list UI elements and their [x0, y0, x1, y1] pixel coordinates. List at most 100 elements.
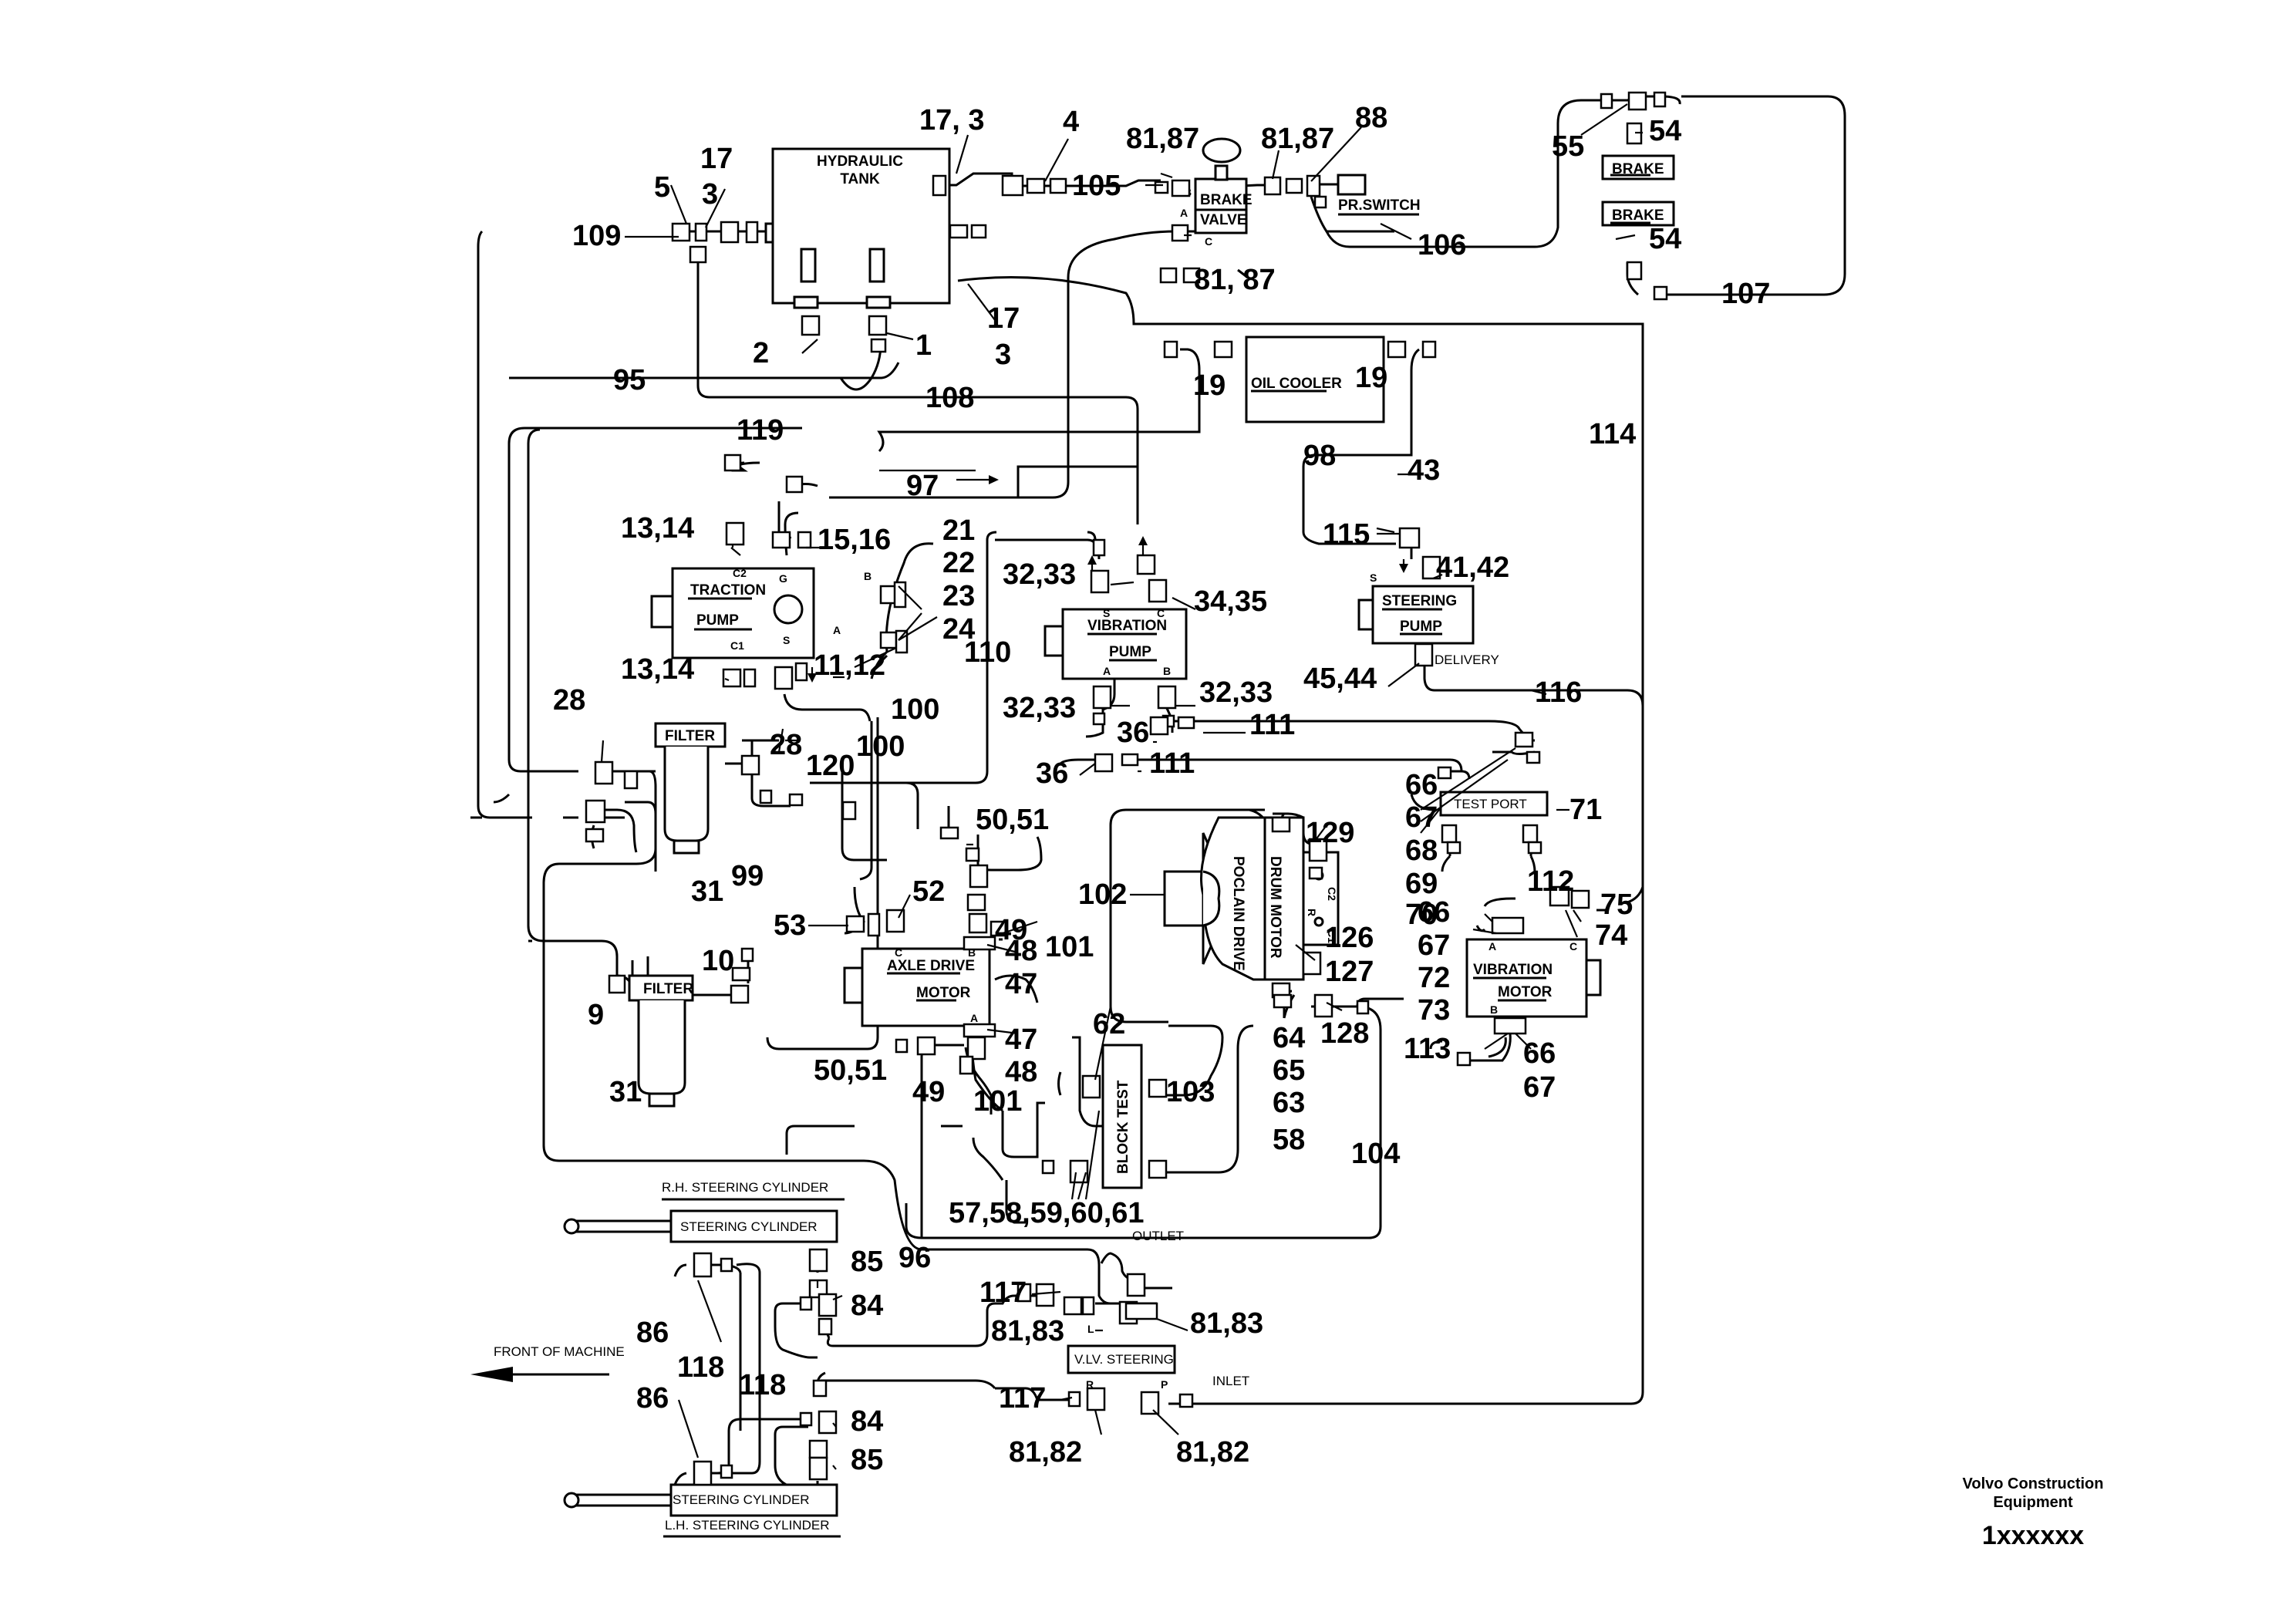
traction-port-c1: C1: [730, 639, 744, 652]
callout-66-b: 66: [1418, 896, 1450, 929]
poclain-port-c1: C1: [1326, 929, 1338, 943]
front-of-machine-label: FRONT OF MACHINE: [494, 1344, 625, 1359]
hydraulic-tank: HYDRAULIC TANK: [764, 147, 951, 309]
callout-5: 5: [654, 171, 670, 204]
vibration-pump: VIBRATION PUMP S C A B: [1043, 607, 1188, 680]
vibration-pump-port-a: A: [1103, 665, 1111, 677]
flow-arrow-up-icon-3: [1138, 536, 1148, 545]
callout-67-a: 67: [1405, 801, 1438, 834]
traction-pump-label-line2: PUMP: [696, 612, 739, 629]
axle-motor-port-c: C: [895, 946, 902, 959]
callout-100-a: 100: [891, 693, 939, 726]
front-of-machine-indicator: FRONT OF MACHINE: [470, 1344, 625, 1382]
company-name-line2: Equipment: [1993, 1494, 2073, 1511]
callout-85-top: 85: [851, 1246, 883, 1278]
arrow-left-icon: [470, 1367, 513, 1382]
callout-102: 102: [1078, 878, 1127, 911]
callout-106: 106: [1418, 229, 1466, 261]
steering-valve-port-r: R: [1086, 1378, 1094, 1391]
callout-111-b: 111: [1149, 747, 1195, 780]
callout-50-51-bottom: 50,51: [814, 1054, 887, 1087]
callout-36-b: 36: [1036, 757, 1068, 790]
callout-4: 4: [1063, 106, 1079, 138]
filter-1-label: FILTER: [665, 728, 715, 744]
steering-valve-port-p: P: [1161, 1378, 1168, 1391]
vibration-pump-port-s: S: [1103, 607, 1110, 619]
brake-valve: BRAKE VALVE B A C: [1180, 137, 1253, 248]
callout-72: 72: [1418, 962, 1450, 994]
callout-48-bottom: 48: [1005, 1056, 1037, 1088]
oil-cooler-label: OIL COOLER: [1251, 376, 1342, 392]
callout-71: 71: [1569, 794, 1602, 826]
callout-75: 75: [1600, 889, 1633, 921]
steering-valve-port-l: L: [1087, 1323, 1094, 1335]
flow-arrow-right-icon: [989, 475, 999, 484]
callout-24: 24: [942, 613, 975, 646]
vibration-motor-port-b: B: [1490, 1003, 1498, 1016]
callout-129: 129: [1306, 817, 1354, 849]
callout-66-a: 66: [1405, 769, 1438, 801]
brake-valve-port-a: A: [1180, 207, 1188, 219]
callout-32-33-b: 32,33: [1003, 692, 1076, 724]
callout-9: 9: [588, 999, 604, 1031]
callout-85-bottom: 85: [851, 1444, 883, 1476]
callout-62: 62: [1093, 1008, 1125, 1040]
rh-steering-cylinder: R.H. STEERING CYLINDER STEERING CYLINDER: [563, 1180, 845, 1243]
callout-2: 2: [753, 337, 769, 369]
callout-116: 116: [1535, 676, 1582, 709]
callout-54-b: 54: [1649, 223, 1681, 255]
callout-114: 114: [1589, 418, 1636, 450]
vibration-pump-port-c: C: [1157, 607, 1165, 619]
poclain-label-line1: POCLAIN DRIVE: [1230, 856, 1246, 971]
lh-cylinder-body: STEERING CYLINDER: [673, 1492, 810, 1507]
poclain-port-r: R: [1306, 909, 1318, 916]
callout-112: 112: [1527, 865, 1574, 898]
callout-49-top: 49: [995, 914, 1027, 946]
pr-switch-label: PR.SWITCH: [1338, 197, 1421, 214]
callout-55: 55: [1552, 130, 1584, 163]
block-test: BLOCK TEST: [1101, 1044, 1143, 1189]
callout-65: 65: [1273, 1054, 1305, 1087]
steering-pump-port-s: S: [1370, 572, 1377, 584]
vibration-pump-port-b: B: [1163, 665, 1171, 677]
callout-115: 115: [1323, 518, 1370, 551]
callout-53: 53: [774, 909, 806, 942]
steering-valve-label: V.LV. STEERING: [1074, 1352, 1174, 1367]
test-port-label: TEST PORT: [1454, 797, 1527, 811]
callout-43: 43: [1408, 454, 1440, 487]
steering-valve: V.LV. STEERING L R P INLET: [1067, 1323, 1249, 1391]
callout-67-c: 67: [1523, 1071, 1556, 1104]
callout-127: 127: [1325, 956, 1374, 988]
callout-21: 21: [942, 514, 975, 547]
traction-pump: TRACTION PUMP C2 G B A C1 S: [650, 567, 872, 659]
flow-arrow-up-icon-2: [1087, 555, 1097, 565]
callout-109: 109: [572, 220, 621, 252]
callout-15-16: 15,16: [818, 524, 891, 556]
callout-104: 104: [1351, 1138, 1400, 1170]
vibration-motor-port-a: A: [1489, 940, 1496, 953]
callout-117-bottom: 117: [999, 1382, 1046, 1415]
callout-101-top: 101: [1045, 931, 1094, 963]
callout-67-b: 67: [1418, 929, 1450, 962]
lh-steering-cylinder: STEERING CYLINDER L.H. STEERING CYLINDER: [563, 1483, 841, 1538]
callout-28-b: 28: [770, 729, 802, 761]
callout-81-83-right: 81,83: [1190, 1307, 1263, 1340]
delivery-label: DELIVERY: [1435, 653, 1499, 667]
traction-pump-label-line1: TRACTION: [690, 582, 766, 599]
callout-101-bottom: 101: [973, 1085, 1022, 1118]
axle-motor-port-b: B: [968, 946, 976, 959]
callout-84-bottom: 84: [851, 1405, 883, 1438]
callout-45-44: 45,44: [1303, 663, 1377, 695]
callout-108: 108: [925, 382, 974, 414]
tank-label-line1: HYDRAULIC: [817, 153, 903, 170]
callout-31-b: 31: [609, 1076, 642, 1108]
callout-128: 128: [1320, 1017, 1369, 1050]
callout-47-top: 47: [1005, 968, 1037, 1000]
part-number: 1xxxxxx: [1982, 1521, 2084, 1550]
callout-118-left: 118: [677, 1351, 724, 1384]
poclain-label-line2: DRUM MOTOR: [1267, 856, 1283, 959]
callout-110: 110: [964, 636, 1011, 669]
tank-label-line2: TANK: [840, 171, 880, 187]
brake-unit-2: BRAKE: [1601, 201, 1675, 227]
